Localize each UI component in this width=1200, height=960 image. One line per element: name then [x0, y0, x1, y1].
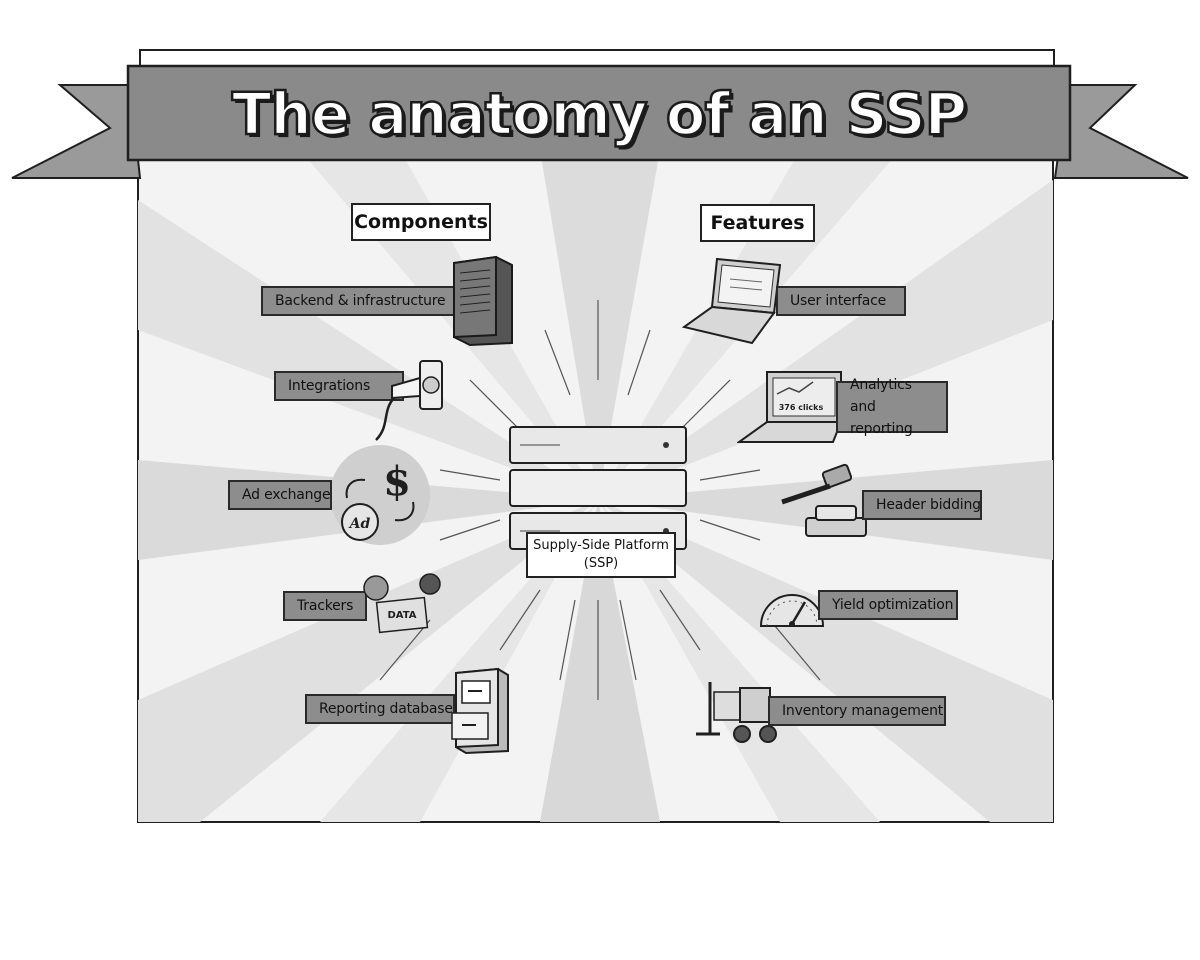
feature-yield-optimization-label: Yield optimization	[818, 590, 958, 620]
feature-analytics-label: Analytics and reporting	[836, 377, 948, 437]
gauge-icon	[759, 594, 825, 627]
dollar-glyph: $	[383, 458, 411, 505]
feature-user-interface-label: User interface	[776, 286, 906, 316]
power-plug-icon	[375, 360, 443, 441]
money-exchange-icon: $ Ad	[330, 445, 430, 545]
clicks-readout: 376 clicks	[779, 403, 824, 412]
gavel-icon	[781, 463, 867, 537]
features-header: Features	[700, 204, 815, 242]
ribbon-left-tail	[11, 84, 142, 179]
component-backend-label: Backend & infrastructure	[261, 286, 457, 316]
feature-analytics-line2: reporting	[850, 421, 913, 437]
ssp-label-line1: Supply-Side Platform	[533, 538, 669, 553]
ssp-label-line2: (SSP)	[583, 556, 619, 571]
component-integrations-label: Integrations	[274, 371, 404, 401]
feature-inventory-management-label: Inventory management	[768, 696, 946, 726]
component-reporting-database-label: Reporting database	[305, 694, 455, 724]
ad-glyph: Ad	[348, 516, 371, 532]
server-tower-icon	[453, 255, 513, 347]
feature-header-bidding-label: Header bidding	[862, 490, 982, 520]
analytics-laptop-icon: 376 clicks	[737, 371, 843, 443]
feature-analytics-line1: Analytics and	[850, 377, 912, 415]
component-ad-exchange-label: Ad exchange	[228, 480, 332, 510]
title-banner	[11, 64, 1189, 179]
components-header: Components	[351, 203, 491, 241]
page-title: The anatomy of an SSP	[231, 79, 969, 150]
ribbon-right-tail	[1053, 84, 1189, 179]
forklift-icon	[696, 682, 777, 743]
trackers-data-icon: DATA	[363, 573, 441, 634]
component-trackers-label: Trackers	[283, 591, 367, 621]
data-glyph: DATA	[387, 610, 416, 621]
filing-cabinet-icon	[451, 667, 509, 755]
laptop-icon	[682, 257, 782, 345]
ssp-center-label: Supply-Side Platform (SSP)	[526, 532, 676, 578]
